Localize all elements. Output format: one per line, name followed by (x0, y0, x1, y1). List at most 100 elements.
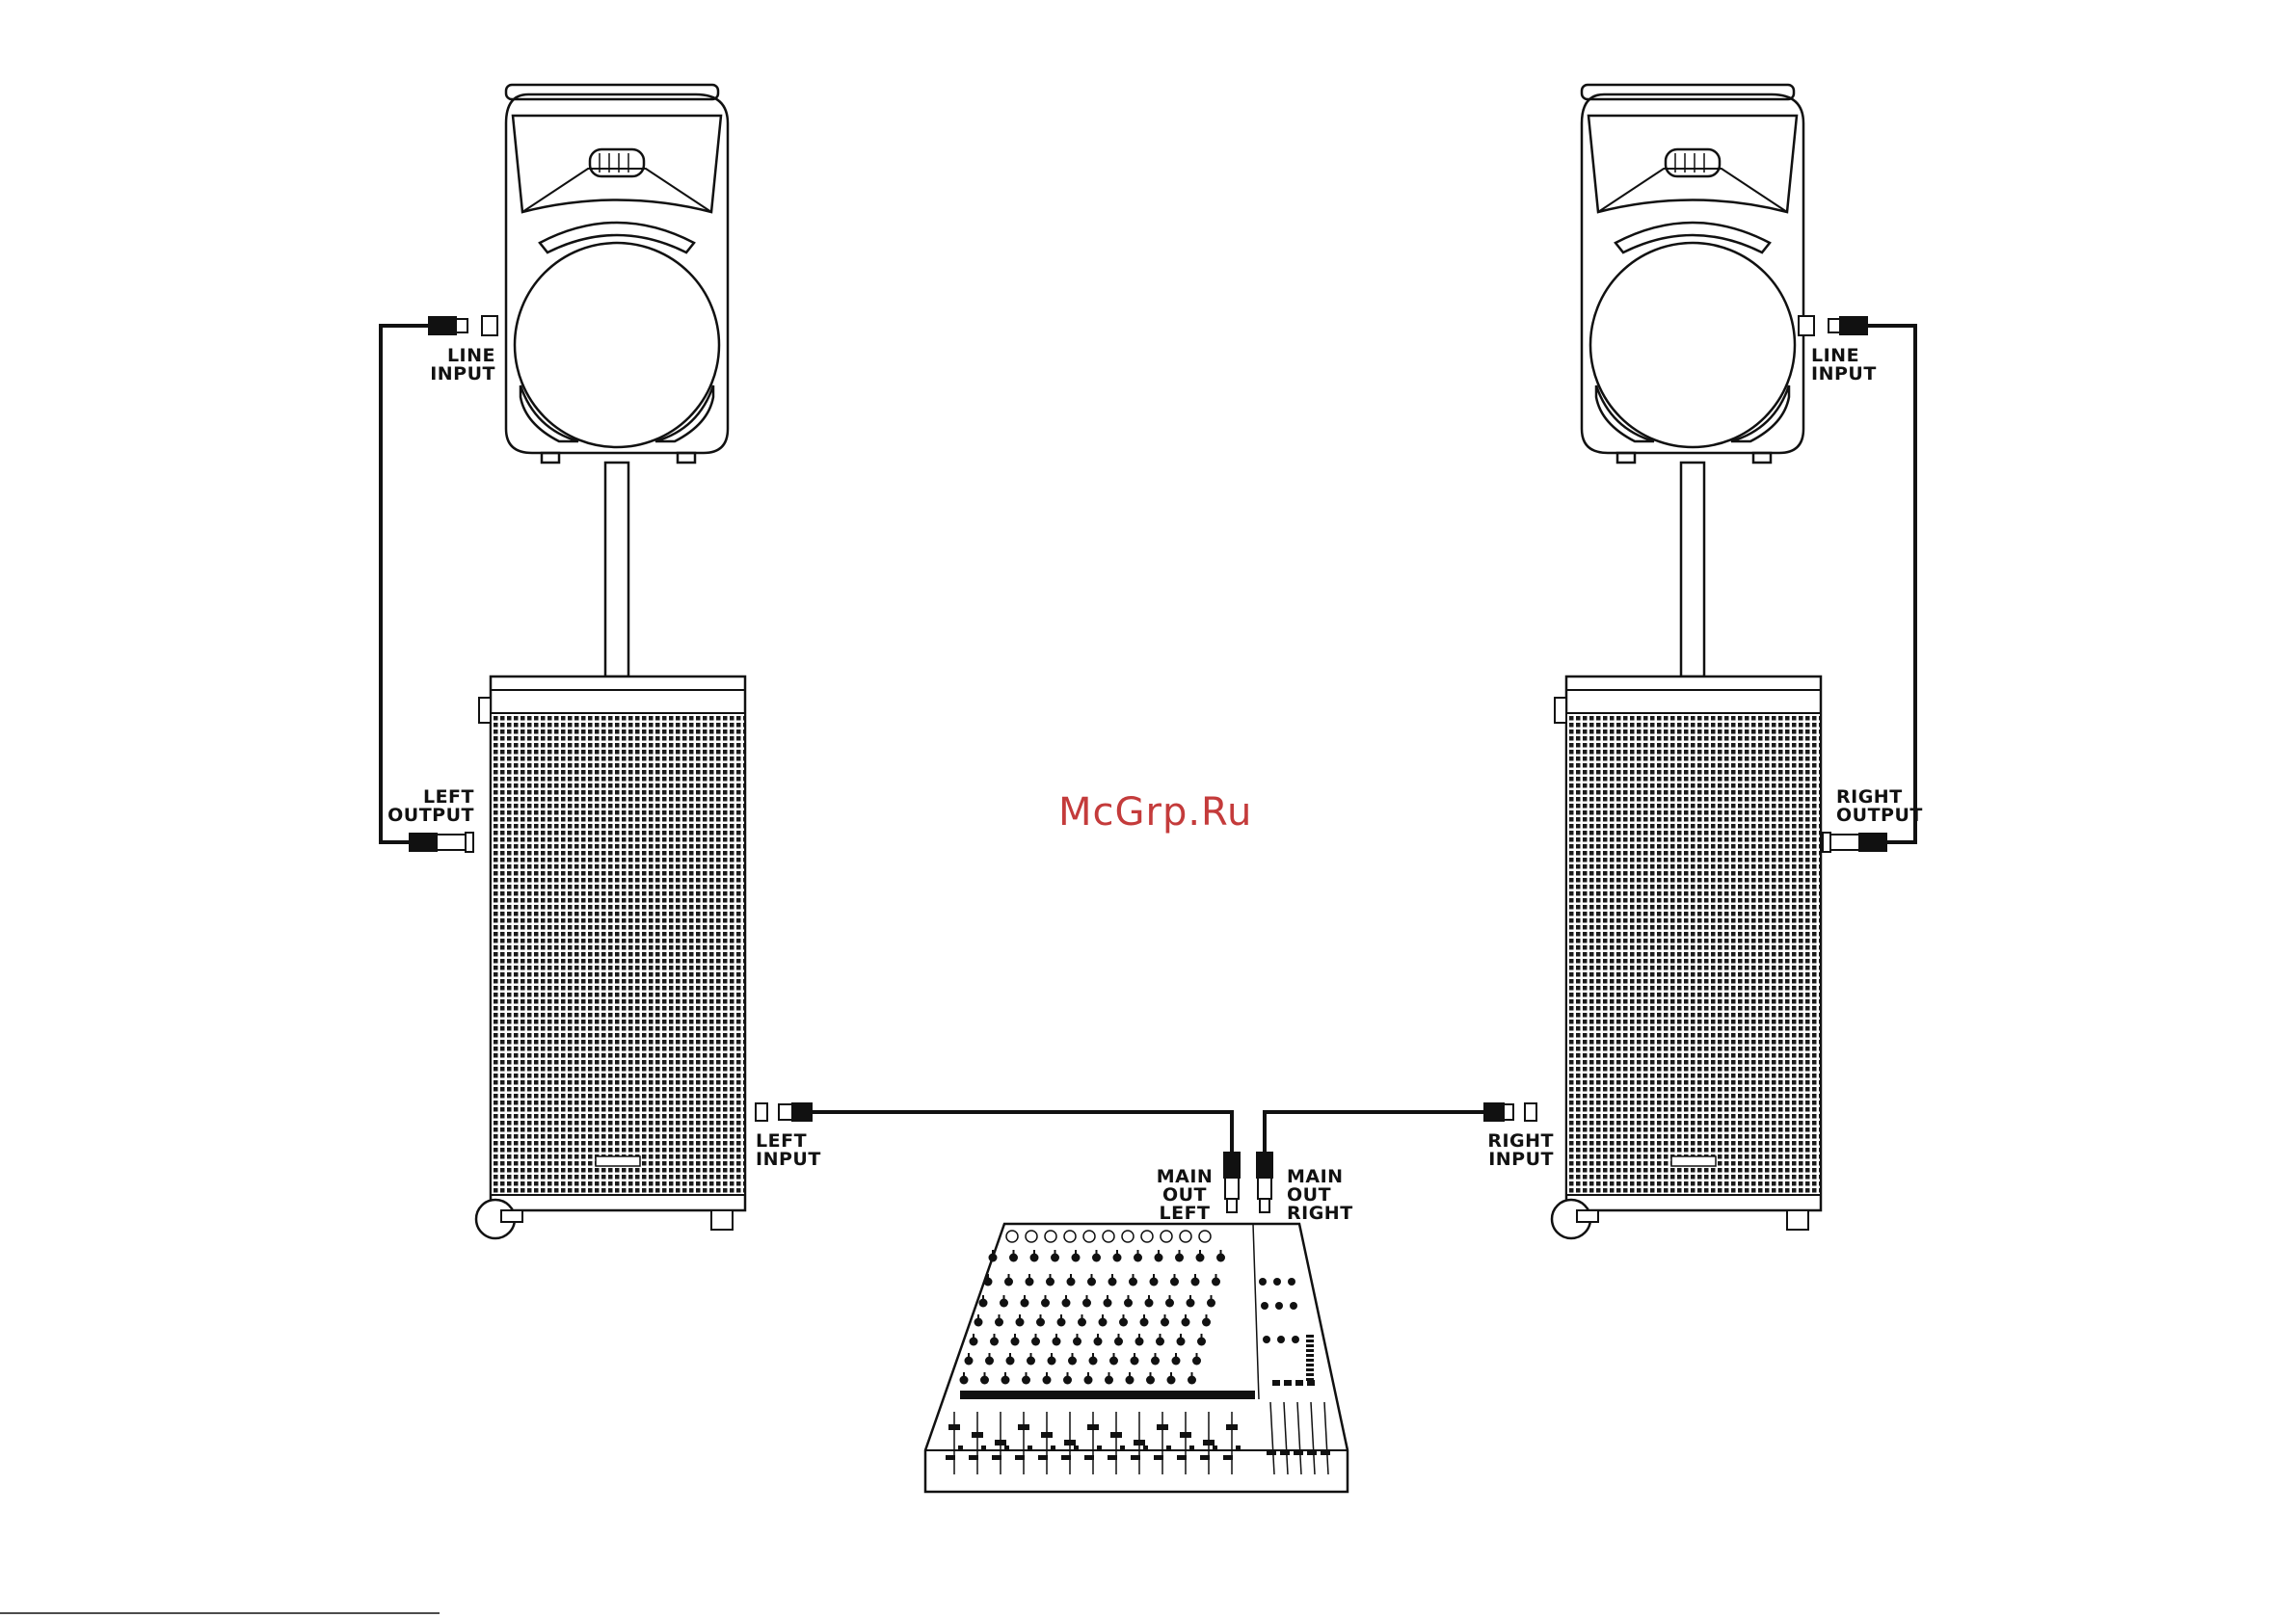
channel-knob (1182, 1318, 1190, 1327)
knob-indicator (1075, 1250, 1077, 1254)
master-fader-cap (1280, 1450, 1290, 1455)
channel-knob (1073, 1338, 1081, 1346)
master-knob (1290, 1302, 1297, 1310)
knob-indicator (987, 1274, 989, 1278)
master-knob (1259, 1278, 1267, 1286)
master-fader-cap (1307, 1450, 1317, 1455)
knob-indicator (1028, 1274, 1030, 1278)
knob-indicator (1206, 1314, 1208, 1318)
meter-segment (1306, 1368, 1314, 1371)
fader-cap (1041, 1432, 1053, 1438)
channel-knob (1151, 1357, 1160, 1366)
channel-knob (989, 1254, 998, 1262)
knob-indicator (992, 1250, 994, 1254)
channel-knob (1134, 1254, 1142, 1262)
master-knob (1273, 1278, 1281, 1286)
channel-knob (1170, 1278, 1179, 1286)
channel-knob (1021, 1299, 1029, 1308)
knob-indicator (1055, 1334, 1057, 1338)
fader-cap (1110, 1432, 1122, 1438)
channel-knob (1000, 1299, 1008, 1308)
knob-indicator (1150, 1372, 1152, 1376)
channel-knob (1031, 1338, 1040, 1346)
channel-knob (1161, 1318, 1169, 1327)
channel-button (1108, 1455, 1117, 1460)
meter-segment (1306, 1339, 1314, 1342)
input-jack (1064, 1231, 1076, 1242)
watermark-text: McGrp.Ru (1058, 790, 1252, 835)
knob-indicator (1097, 1334, 1099, 1338)
channel-knob (1046, 1278, 1055, 1286)
channel-button (1061, 1455, 1071, 1460)
channel-button (958, 1446, 963, 1450)
label-left-input: LEFT INPUT (756, 1132, 852, 1169)
knob-indicator (1072, 1353, 1074, 1357)
meter-segment (1306, 1335, 1314, 1338)
knob-indicator (1077, 1334, 1079, 1338)
channel-knob (1022, 1376, 1030, 1385)
knob-indicator (1148, 1295, 1150, 1299)
master-fader-cap (1294, 1450, 1303, 1455)
channel-button (1131, 1455, 1140, 1460)
channel-knob (1104, 1299, 1112, 1308)
right-subwoofer (1552, 676, 1821, 1238)
input-jack (1045, 1231, 1056, 1242)
channel-knob (1089, 1357, 1098, 1366)
channel-knob (1072, 1254, 1081, 1262)
channel-knob (984, 1278, 993, 1286)
knob-indicator (989, 1353, 991, 1357)
master-button (1295, 1380, 1303, 1386)
channel-button (1084, 1455, 1094, 1460)
channel-knob (1062, 1299, 1071, 1308)
knob-indicator (1199, 1250, 1201, 1254)
channel-button (1236, 1446, 1241, 1450)
channel-button (1200, 1455, 1210, 1460)
knob-indicator (984, 1372, 986, 1376)
channel-knob (970, 1338, 978, 1346)
knob-indicator (1060, 1314, 1062, 1318)
knob-indicator (1004, 1372, 1006, 1376)
knob-indicator (1113, 1353, 1115, 1357)
meter-segment (1306, 1354, 1314, 1357)
channel-knob (1087, 1278, 1096, 1286)
channel-knob (1156, 1338, 1164, 1346)
knob-indicator (1111, 1274, 1113, 1278)
channel-button (1038, 1455, 1048, 1460)
label-right-output: RIGHT OUTPUT (1836, 788, 1944, 825)
knob-indicator (1086, 1295, 1088, 1299)
channel-knob (995, 1318, 1003, 1327)
master-knob (1292, 1336, 1299, 1343)
knob-indicator (1194, 1274, 1196, 1278)
channel-knob (1036, 1318, 1045, 1327)
fader-cap (972, 1432, 983, 1438)
input-jack (1180, 1231, 1191, 1242)
knob-indicator (1185, 1314, 1187, 1318)
channel-knob (1057, 1318, 1066, 1327)
knob-indicator (1102, 1314, 1104, 1318)
channel-knob (1188, 1376, 1196, 1385)
channel-knob (1026, 1278, 1034, 1286)
master-knob (1261, 1302, 1268, 1310)
fader-cap (995, 1440, 1006, 1446)
channel-knob (1119, 1318, 1128, 1327)
cable-right-output-to-line-input (1867, 326, 1915, 842)
channel-knob (980, 1376, 989, 1385)
channel-button (1166, 1446, 1171, 1450)
input-jack (1103, 1231, 1114, 1242)
channel-knob (1004, 1278, 1013, 1286)
channel-button (1120, 1446, 1125, 1450)
master-fader-cap (1267, 1450, 1276, 1455)
channel-knob (1099, 1318, 1108, 1327)
cable-left-output-to-line-input (381, 326, 429, 842)
knob-indicator (1024, 1295, 1026, 1299)
label-left-output: LEFT OUTPUT (366, 788, 474, 825)
channel-knob (960, 1376, 969, 1385)
master-button (1307, 1380, 1315, 1386)
right-top-speaker (1582, 85, 1803, 676)
knob-indicator (1201, 1334, 1203, 1338)
channel-knob (1114, 1338, 1123, 1346)
channel-button (992, 1455, 1001, 1460)
master-button (1272, 1380, 1280, 1386)
channel-knob (990, 1338, 999, 1346)
knob-indicator (1008, 1274, 1010, 1278)
